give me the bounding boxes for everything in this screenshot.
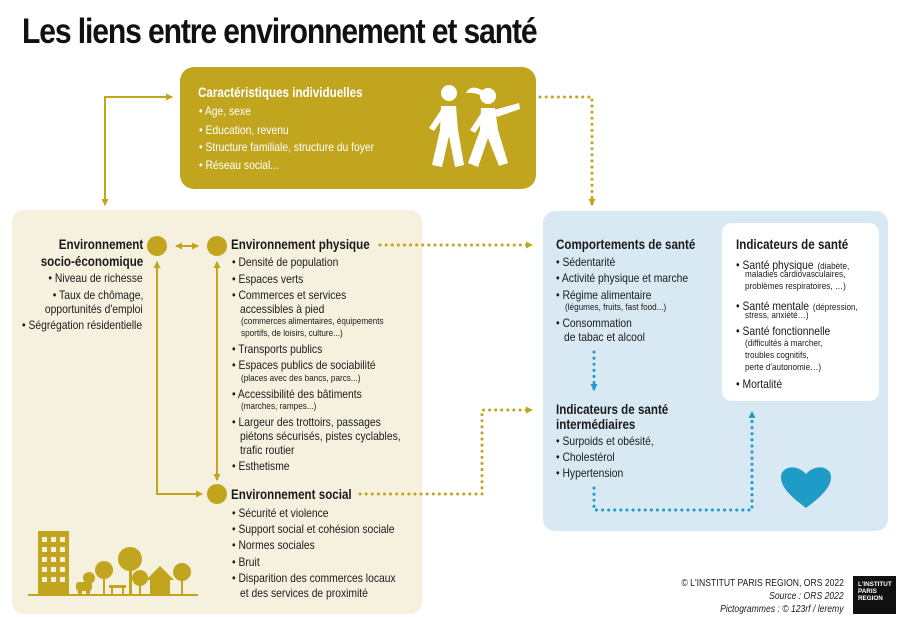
- behaviour-item: • Sédentarité: [556, 255, 616, 269]
- node-socio: [147, 236, 167, 256]
- social-item: et des services de proximité: [240, 586, 368, 600]
- socio-item: • Taux de chômage,: [52, 288, 143, 302]
- behaviour-item: • Consommation: [556, 316, 632, 330]
- page-title: Les liens entre environnement et santé: [22, 12, 538, 51]
- indicator-note: maladies cardiovasculaires,: [745, 269, 846, 280]
- indicator-note: perte d'autonomie…): [745, 362, 822, 373]
- physical-note: (commerces alimentaires, équipements: [241, 316, 384, 327]
- social-item: • Normes sociales: [232, 538, 315, 552]
- socio-heading-line: Environnement: [58, 237, 143, 252]
- copyright-credit: © L'INSTITUT PARIS REGION, ORS 2022: [681, 578, 844, 589]
- indicators-heading: Indicateurs de santé: [736, 237, 849, 252]
- source-credit: Source : ORS 2022: [769, 591, 844, 602]
- physical-item: • Espaces publics de sociabilité: [232, 358, 376, 372]
- social-item: • Disparition des commerces locaux: [232, 571, 396, 585]
- intermediate-heading-line: intermédiaires: [556, 417, 636, 432]
- link-socio-to-social: [153, 261, 203, 498]
- intermediate-item: • Cholestérol: [556, 450, 615, 464]
- social-heading: Environnement social: [231, 487, 352, 502]
- physical-item: piétons sécurisés, pistes cyclables,: [240, 429, 401, 443]
- indicator-item: • Santé mentale (dépression,: [736, 299, 858, 313]
- intermediate-item: • Surpoids et obésité,: [556, 434, 654, 448]
- indicator-note: stress, anxiété…): [745, 310, 809, 321]
- behaviour-heading: Comportements de santé: [556, 237, 696, 252]
- node-social: [207, 484, 227, 504]
- individual-item: • Structure familiale, structure du foye…: [199, 140, 375, 154]
- indicator-item: • Santé fonctionnelle: [736, 324, 831, 338]
- physical-item: • Transports publics: [232, 342, 323, 356]
- behaviour-item: • Activité physique et marche: [556, 271, 689, 285]
- behaviour-item: • Régime alimentaire: [556, 288, 652, 302]
- walking-people-icon: [429, 85, 520, 167]
- indicator-item: • Mortalité: [736, 377, 783, 391]
- physical-item: trafic routier: [240, 443, 295, 457]
- logo-line: REGION: [858, 595, 883, 603]
- pictograms-credit: Pictogrammes : © 123rf / leremy: [720, 604, 844, 615]
- city-buildings-icon: [28, 531, 198, 596]
- behaviour-note: (légumes, fruits, fast food...): [565, 302, 667, 313]
- individual-item: • Education, revenu: [199, 123, 289, 137]
- physical-item: • Commerces et services: [232, 288, 347, 302]
- link-socio-to-individual: [101, 93, 173, 206]
- physical-item: • Esthetisme: [232, 459, 290, 473]
- intermediate-item: • Hypertension: [556, 466, 624, 480]
- socio-item: • Niveau de richesse: [48, 271, 143, 285]
- institut-logo: L'INSTITUT PARIS REGION: [853, 576, 896, 614]
- individual-item: • Age, sexe: [199, 104, 251, 118]
- physical-item: • Largeur des trottoirs, passages: [232, 415, 381, 429]
- individual-heading: Caractéristiques individuelles: [198, 85, 363, 100]
- social-item: • Support social et cohésion sociale: [232, 522, 395, 536]
- logo-line: L'INSTITUT: [858, 581, 892, 588]
- intermediate-heading-line: Indicateurs de santé: [556, 402, 669, 417]
- physical-item: • Accessibilité des bâtiments: [232, 387, 362, 401]
- link-social-to-intermediate: [358, 406, 534, 496]
- physical-note: sportifs, de loisirs, culture...): [241, 328, 343, 339]
- socio-item: opportunités d'emploi: [45, 302, 143, 316]
- indicator-note: troubles cognitifs,: [745, 350, 809, 361]
- individual-item: • Réseau social...: [199, 158, 279, 172]
- physical-item: • Espaces verts: [232, 272, 304, 286]
- heart-icon: [781, 467, 831, 508]
- link-individual-to-health: [538, 95, 596, 207]
- socio-heading-line: socio-économique: [40, 254, 143, 269]
- indicator-note: (difficultés à marcher,: [745, 338, 823, 349]
- node-physical: [207, 236, 227, 256]
- physical-item: • Densité de population: [232, 255, 339, 269]
- socio-item: • Ségrégation résidentielle: [22, 318, 143, 332]
- social-item: • Sécurité et violence: [232, 506, 329, 520]
- physical-note: (marches, rampes...): [241, 401, 317, 412]
- social-item: • Bruit: [232, 555, 260, 569]
- indicator-item: • Santé physique (diabète,: [736, 258, 850, 272]
- behaviour-item: de tabac et alcool: [564, 330, 645, 344]
- indicator-note: problèmes respiratoires, …): [745, 281, 846, 292]
- health-indicators-box: [722, 223, 879, 401]
- physical-heading: Environnement physique: [231, 237, 370, 252]
- link-intermediate-to-indicators: [592, 410, 756, 512]
- physical-item: accessibles à pied: [240, 302, 325, 316]
- physical-note: (places avec des bancs, parcs...): [241, 373, 361, 384]
- logo-line: PARIS: [858, 588, 877, 596]
